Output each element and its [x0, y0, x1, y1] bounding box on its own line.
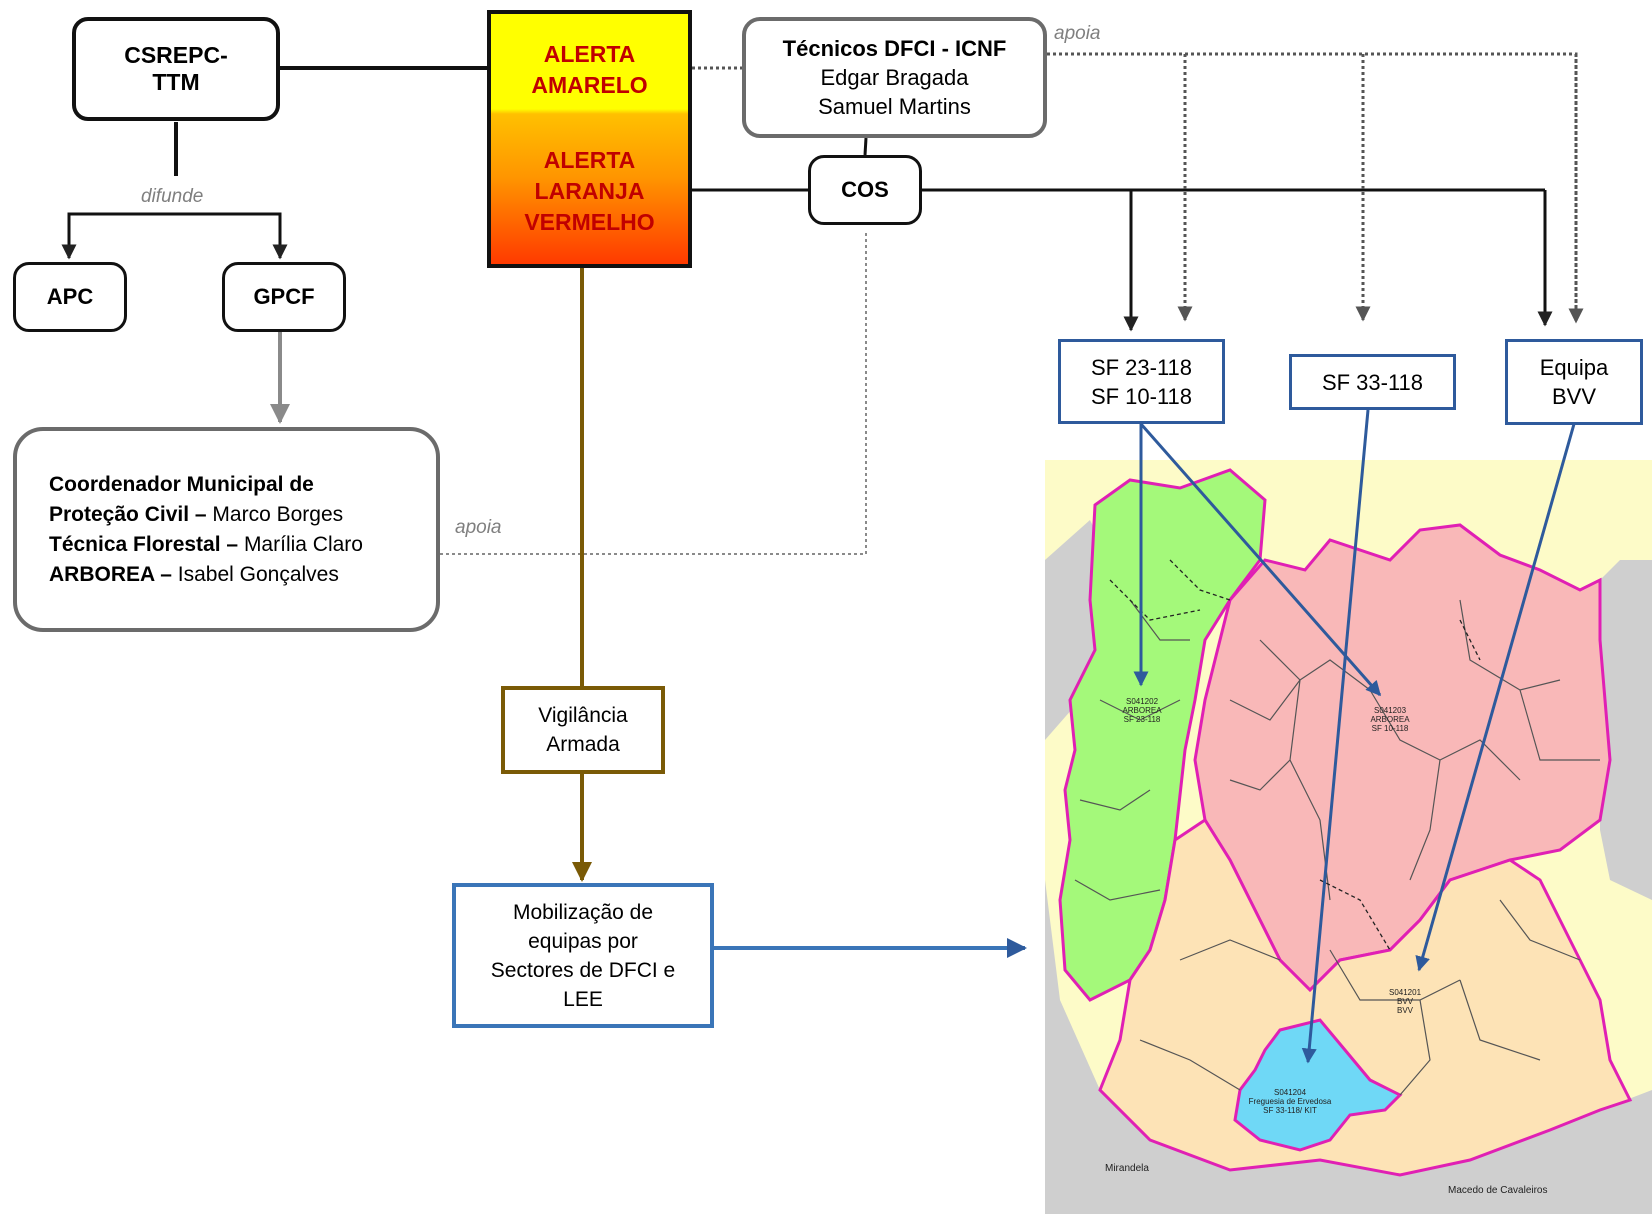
municipality-map [1045, 460, 1652, 1214]
tecnicos-name-1: Edgar Bragada [820, 65, 969, 90]
csrepc-label: CSREPC- TTM [124, 42, 228, 95]
gpcf-box: GPCF [222, 262, 346, 332]
apc-label: APC [46, 284, 94, 309]
apc-box: APC [13, 262, 127, 332]
mobilizacao-box: Mobilização de equipas por Sectores de D… [452, 883, 714, 1028]
tecnicos-name-2: Samuel Martins [818, 94, 971, 119]
place-label-mirandela: Mirandela [1105, 1163, 1149, 1174]
vigilancia-box: Vigilância Armada [501, 686, 665, 774]
apoia-left-label: apoia [455, 517, 502, 538]
alert-orange-red-label: ALERTA LARANJA VERMELHO [524, 147, 655, 235]
coordinator-box: Coordenador Municipal de Proteção Civil … [13, 427, 440, 632]
coord-line-2: Proteção Civil – Marco Borges [49, 502, 344, 526]
apoia-top-label: apoia [1054, 23, 1101, 44]
tecnicos-title: Técnicos DFCI - ICNF [782, 36, 1007, 61]
sf-23-10-box: SF 23-118 SF 10-118 [1058, 339, 1225, 424]
vigilancia-label: Vigilância Armada [538, 704, 628, 756]
csrepc-box: CSREPC- TTM [72, 17, 280, 121]
alert-yellow-label: ALERTA AMARELO [531, 41, 648, 98]
tecnicos-box: Técnicos DFCI - ICNF Edgar Bragada Samue… [742, 17, 1047, 138]
coord-line-3: Técnica Florestal – Marília Claro [49, 532, 363, 556]
mobilizacao-label: Mobilização de equipas por Sectores de D… [490, 900, 676, 1011]
equipa-bvv-label: Equipa BVV [1539, 355, 1609, 409]
alert-box: ALERTA AMARELO ALERTA LARANJA VERMELHO [487, 10, 692, 268]
gpcf-label: GPCF [253, 284, 315, 309]
place-label-macedo: Macedo de Cavaleiros [1448, 1185, 1548, 1196]
sf-23-10-label: SF 23-118 SF 10-118 [1090, 354, 1193, 409]
sf-33-box: SF 33-118 [1289, 354, 1456, 410]
sf-33-label: SF 33-118 [1321, 369, 1424, 395]
coord-line-1: Coordenador Municipal de [49, 472, 314, 496]
cos-label: COS [841, 177, 889, 202]
equipa-bvv-box: Equipa BVV [1505, 339, 1643, 425]
coord-line-4: ARBOREA – Isabel Gonçalves [49, 562, 339, 586]
cos-box: COS [808, 155, 922, 225]
difunde-label: difunde [141, 186, 204, 207]
